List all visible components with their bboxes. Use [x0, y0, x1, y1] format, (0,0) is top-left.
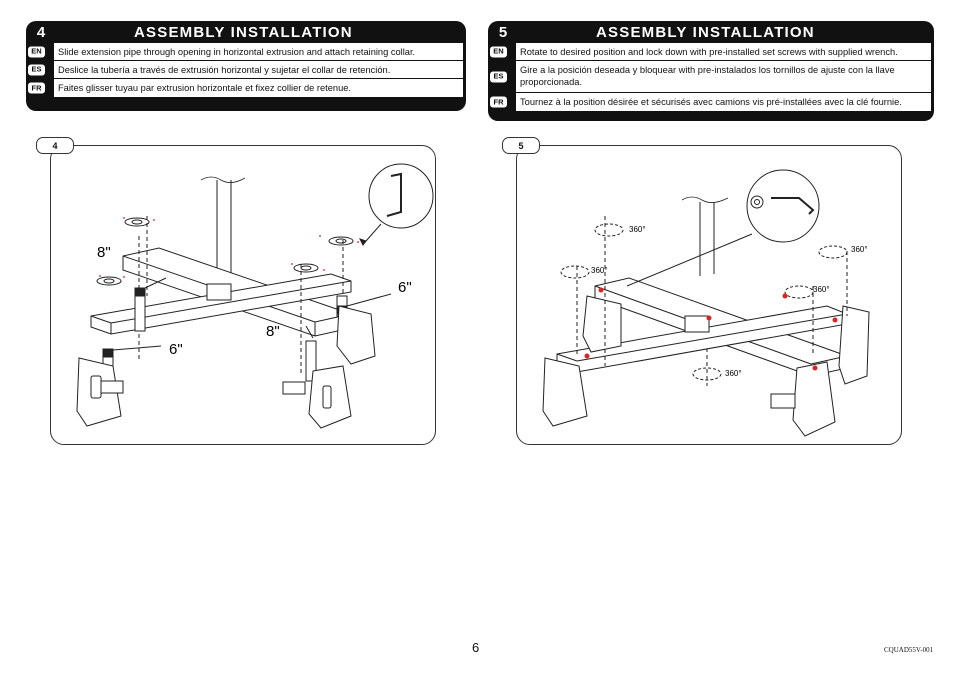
- rotation-label: 360°: [591, 266, 608, 275]
- step-5-number: 5: [498, 23, 508, 41]
- step-4-illustration: 8" 6" 8" 6": [76, 163, 434, 429]
- step-5-figure-tab: 5: [502, 137, 540, 154]
- step-4-row-en: EN Slide extension pipe through opening …: [28, 43, 463, 61]
- instruction-text: Rotate to desired position and lock down…: [520, 47, 898, 57]
- step-5-header: 5 ASSEMBLY INSTALLATION EN Rotate to des…: [488, 21, 934, 121]
- instruction-text: Gire a la posición deseada y bloquear wi…: [520, 65, 895, 87]
- page-number: 6: [472, 640, 480, 655]
- step-5-title: ASSEMBLY INSTALLATION: [596, 23, 815, 41]
- step-4-row-es: ES Deslice la tubería a través de extrus…: [28, 61, 463, 79]
- instruction-text: Faites glisser tuyau par extrusion horiz…: [58, 83, 352, 93]
- instruction-text: Slide extension pipe through opening in …: [58, 47, 416, 57]
- dimension-label: 8": [266, 323, 280, 340]
- instruction-text: Tournez à la position désirée et sécuris…: [520, 97, 902, 107]
- instruction-text: Deslice la tubería a través de extrusión…: [58, 65, 391, 75]
- step-4-figure-tab: 4: [36, 137, 74, 154]
- step-5-row-es: ES Gire a la posición deseada y bloquear…: [490, 61, 931, 93]
- rotation-label: 360°: [629, 225, 646, 234]
- step-5-figure-panel: 360° 360° 360° 360° 360°: [516, 145, 902, 445]
- lang-badge-fr: FR: [490, 96, 507, 108]
- rotation-label: 360°: [725, 369, 742, 378]
- rotation-label: 360°: [851, 245, 868, 254]
- step-4-title: ASSEMBLY INSTALLATION: [134, 23, 353, 41]
- step-4-figure-panel: 8" 6" 8" 6": [50, 145, 436, 445]
- step-4-instructions: EN Slide extension pipe through opening …: [28, 43, 463, 97]
- step-4-row-fr: FR Faites glisser tuyau par extrusion ho…: [28, 79, 463, 97]
- step-4-number: 4: [36, 23, 46, 41]
- step-5-illustration: 360° 360° 360° 360° 360°: [542, 169, 870, 437]
- dimension-label: 6": [398, 279, 412, 296]
- dimension-label: 6": [169, 341, 183, 358]
- lang-badge-es: ES: [28, 64, 45, 75]
- rotation-label: 360°: [813, 285, 830, 294]
- step-5-row-en: EN Rotate to desired position and lock d…: [490, 43, 931, 61]
- document-code: CQUAD55V-001: [884, 646, 934, 654]
- step-4-header: 4 ASSEMBLY INSTALLATION EN Slide extensi…: [26, 21, 466, 111]
- dimension-label: 8": [97, 244, 111, 261]
- lang-badge-es: ES: [490, 71, 507, 82]
- step-5-row-fr: FR Tournez à la position désirée et sécu…: [490, 93, 931, 111]
- lang-badge-en: EN: [490, 46, 507, 57]
- step-5-instructions: EN Rotate to desired position and lock d…: [490, 43, 931, 111]
- lang-badge-en: EN: [28, 46, 45, 57]
- lang-badge-fr: FR: [28, 82, 45, 94]
